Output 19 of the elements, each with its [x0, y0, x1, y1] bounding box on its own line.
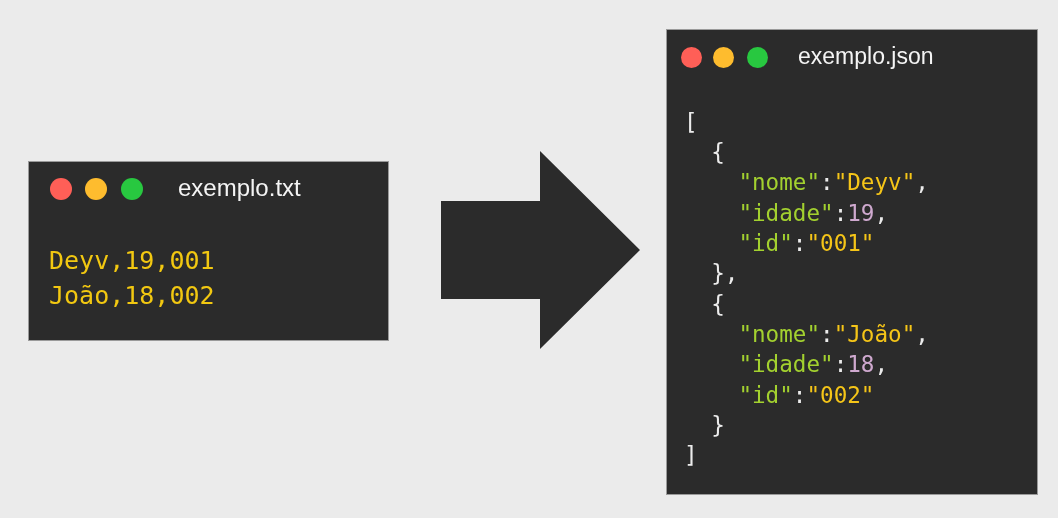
code-line: "idade":18, — [737, 350, 889, 380]
window-title: exemplo.txt — [178, 174, 301, 202]
code-line: "id":"001" — [737, 229, 875, 259]
block-arrow — [441, 151, 640, 349]
code-line: "nome":"Deyv", — [737, 168, 929, 198]
code-line: "id":"002" — [737, 380, 875, 410]
code-line: "nome":"João", — [737, 319, 929, 349]
code-line: { — [710, 289, 725, 319]
window-title: exemplo.json — [798, 42, 934, 70]
code-window — [666, 29, 1038, 495]
code-window — [28, 161, 389, 341]
code-line: } — [710, 410, 725, 440]
code-line: Deyv,19,001 — [49, 244, 215, 277]
code-line: { — [710, 138, 725, 168]
code-line: "idade":19, — [737, 198, 889, 228]
code-line: }, — [710, 259, 739, 289]
code-line: [ — [684, 107, 698, 137]
code-line: João,18,002 — [49, 279, 215, 312]
code-line: ] — [684, 441, 698, 471]
